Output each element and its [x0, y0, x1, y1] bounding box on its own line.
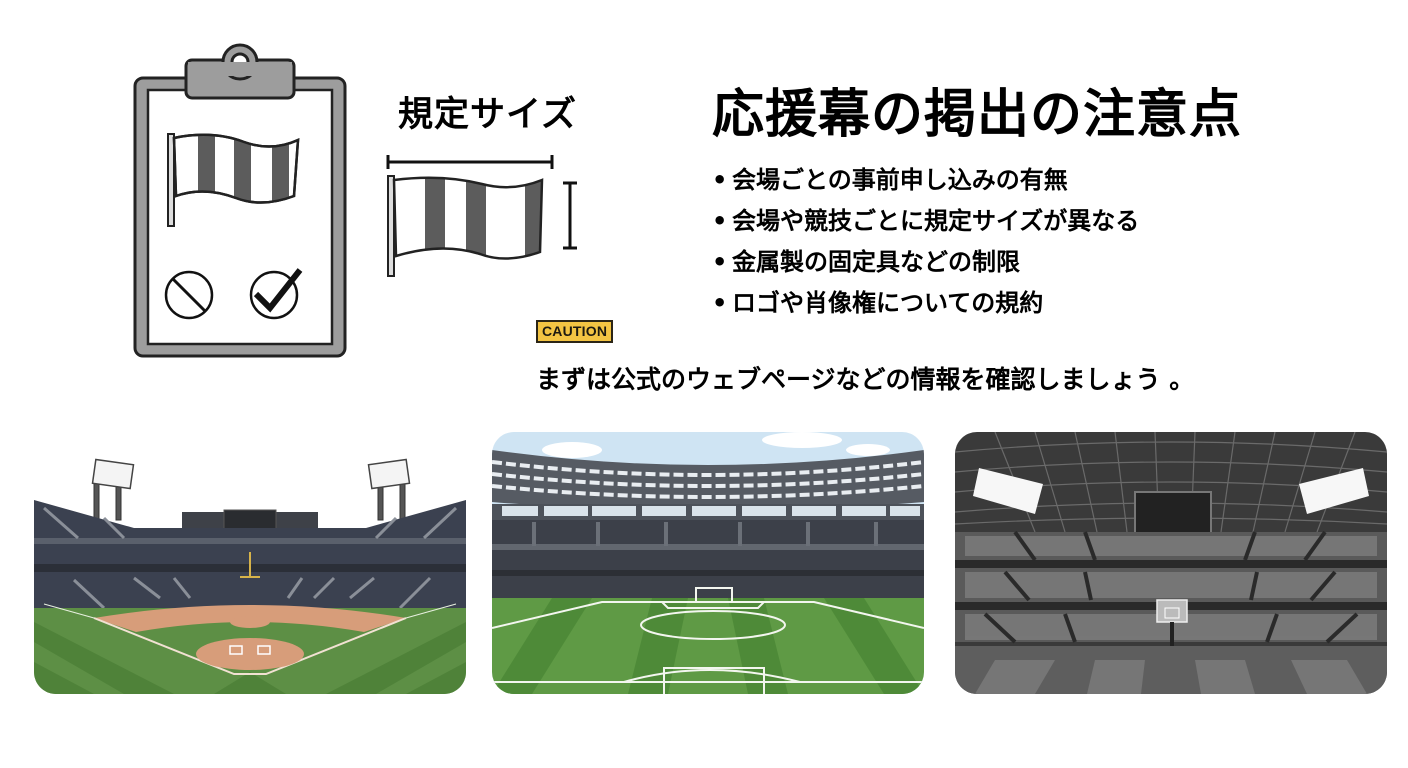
regulation-size-label: 規定サイズ [398, 95, 577, 135]
prohibited-circle-icon [164, 270, 214, 320]
soccer-stadium-illustration [492, 432, 924, 694]
list-item: •会場や競技ごとに規定サイズが異なる [712, 207, 1140, 235]
baseball-stadium-illustration [34, 432, 466, 694]
list-item: •会場ごとの事前申し込みの有無 [712, 166, 1068, 194]
clipboard-illustration [132, 38, 348, 360]
precaution-list: •会場ごとの事前申し込みの有無 •会場や競技ごとに規定サイズが異なる •金属製の… [712, 160, 1139, 324]
list-item: •金属製の固定具などの制限 [712, 248, 1020, 276]
check-circle-icon [249, 268, 303, 320]
striped-flag-icon [167, 133, 300, 227]
page-title: 応援幕の掲出の注意点 [712, 85, 1243, 145]
caution-badge: CAUTION [536, 320, 614, 343]
list-item: •ロゴや肖像権についての規約 [712, 289, 1044, 317]
clipboard-icon [133, 43, 347, 358]
flag-with-dimensions-icon [382, 150, 582, 280]
caution-note: まずは公式のウェブページなどの情報を確認しましょう 。 [536, 365, 1195, 394]
basketball-arena-illustration [955, 432, 1387, 694]
